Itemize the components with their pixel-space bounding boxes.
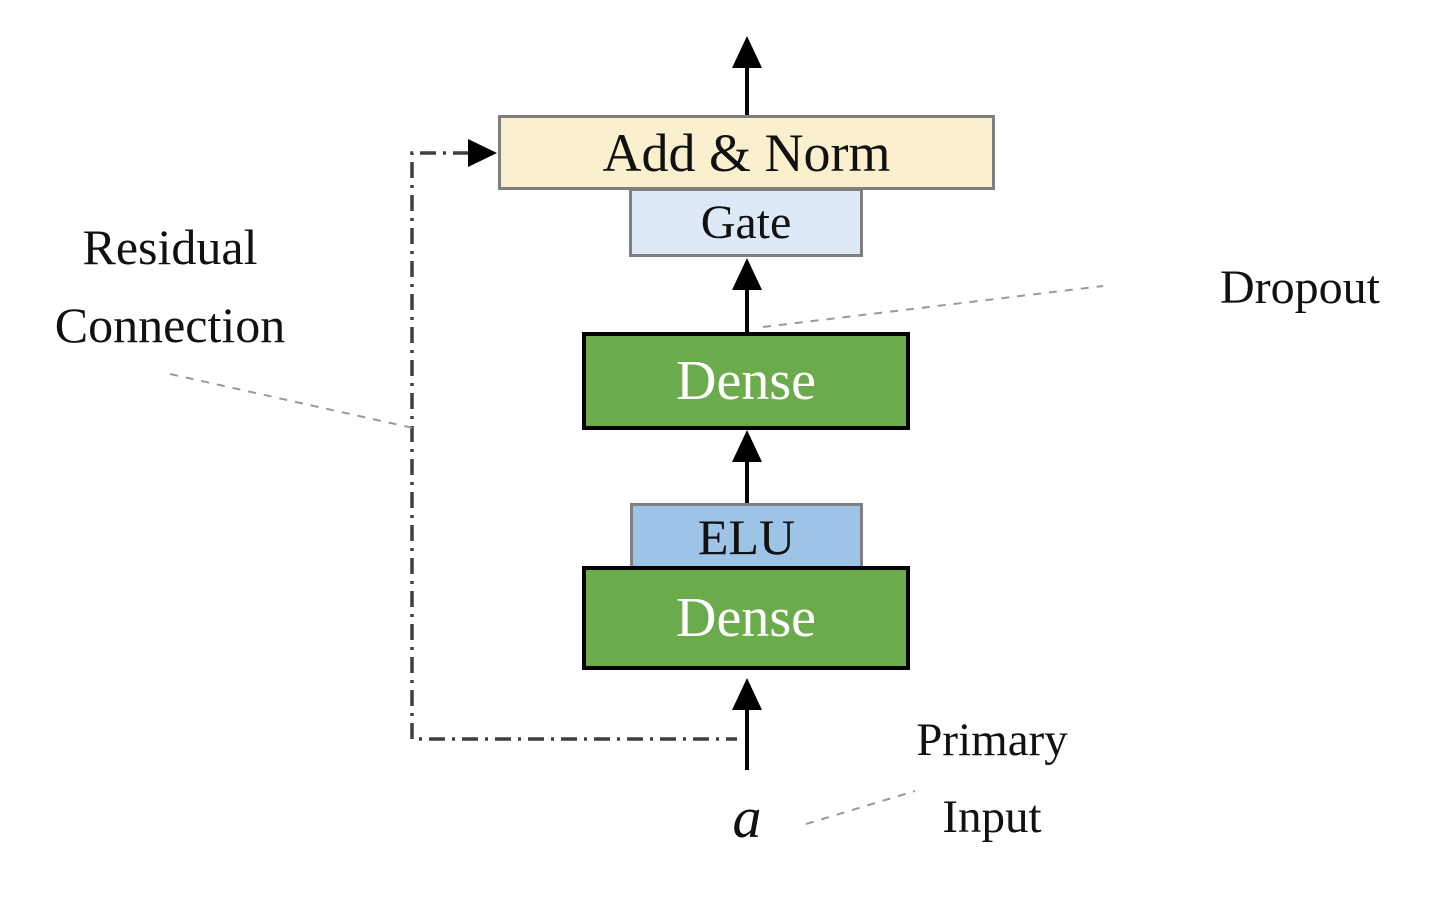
dense-bottom-label: Dense [676, 587, 816, 649]
elu-label: ELU [697, 509, 796, 565]
residual-arrowhead-icon [468, 139, 497, 167]
primary-input-leader-line [805, 790, 916, 825]
primary-input-annotation-line1: Primary [916, 714, 1068, 766]
input-arrowhead-icon [732, 678, 762, 710]
input-symbol: a [707, 786, 787, 850]
gate-label: Gate [700, 196, 792, 249]
dense-top-label: Dense [676, 350, 816, 412]
dense-to-gate-arrowhead-icon [732, 258, 762, 290]
residual-connection-annotation: Residual Connection [5, 208, 335, 364]
residual-leader-line [169, 373, 414, 429]
residual-connection-annotation-line2: Connection [54, 297, 286, 353]
residual-connection-line [410, 151, 737, 741]
dense-bottom-block: Dense [582, 566, 910, 670]
elu-to-dense-arrowhead-icon [732, 430, 762, 462]
residual-connection-annotation-line1: Residual [82, 219, 258, 275]
output-arrowhead-icon [732, 36, 762, 68]
primary-input-annotation: Primary Input [868, 702, 1116, 856]
primary-input-annotation-line2: Input [942, 791, 1042, 843]
dropout-annotation-text: Dropout [1220, 261, 1380, 314]
add-norm-label: Add & Norm [602, 122, 891, 183]
add-norm-block: Add & Norm [498, 115, 995, 190]
dropout-leader-line [762, 285, 1104, 328]
dropout-annotation: Dropout [1180, 258, 1420, 318]
elu-block: ELU [630, 503, 863, 571]
input-symbol-text: a [732, 785, 762, 850]
dense-top-block: Dense [582, 332, 910, 430]
gate-block: Gate [629, 188, 863, 257]
